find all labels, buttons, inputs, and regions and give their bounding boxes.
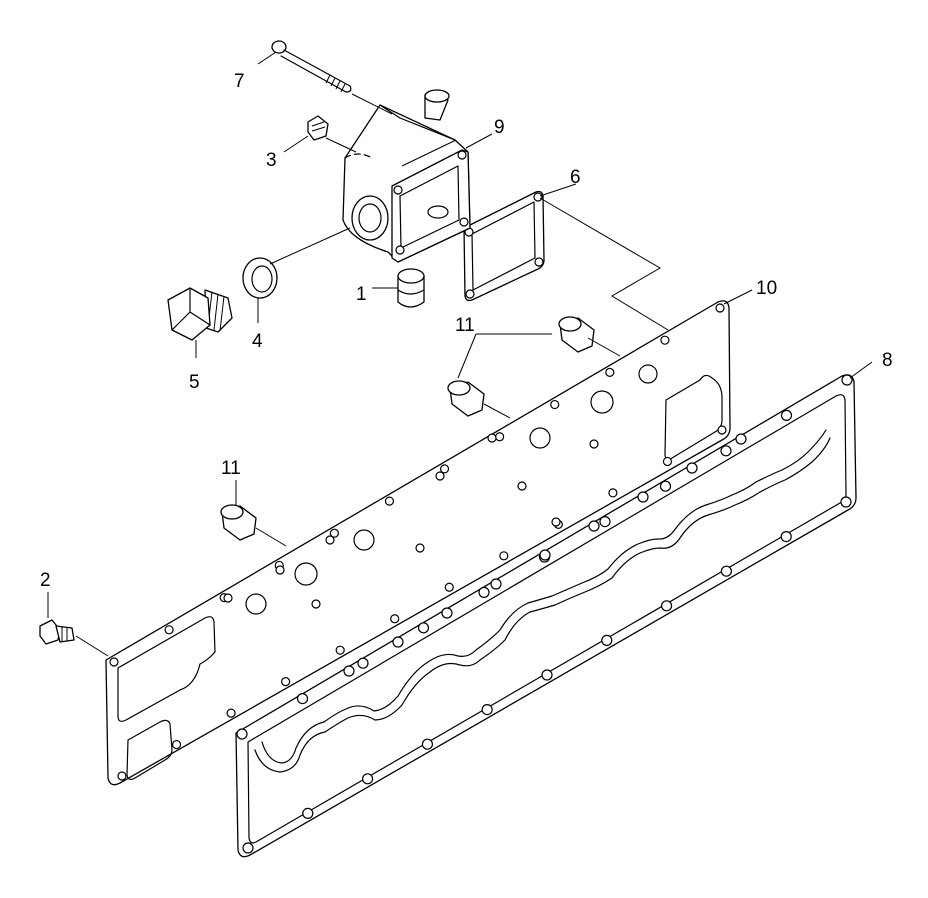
plate-hole [517, 481, 527, 491]
gasket-hole [735, 433, 747, 445]
plate-hole [281, 677, 291, 687]
plate-port [245, 593, 267, 615]
plate-hole [444, 582, 454, 592]
gasket-hole [780, 409, 793, 421]
gasket-hole [659, 480, 672, 492]
callout-1: 1 [356, 284, 367, 305]
gasket-hole [720, 565, 733, 577]
plug-part-11-lower [220, 504, 257, 541]
plate-hole [117, 771, 127, 781]
plate-hole [660, 335, 670, 345]
gasket-hole [392, 636, 404, 648]
gasket-hole [421, 738, 433, 750]
callout-7: 7 [234, 71, 245, 92]
plate-hole [435, 471, 445, 481]
gasket-hole [236, 728, 248, 740]
plate-port [529, 427, 551, 449]
plate-hole [311, 599, 321, 609]
plate-hole [415, 543, 425, 553]
gasket-part-8 [235, 374, 857, 858]
plate-hole [275, 565, 285, 575]
callout-4: 4 [252, 331, 263, 352]
gasket-hole [660, 600, 673, 612]
gasket-hole [441, 607, 453, 619]
plate-hole [589, 439, 599, 449]
plate-part-10 [105, 300, 731, 786]
callout-2: 2 [40, 570, 51, 591]
gasket-hole [780, 530, 792, 543]
screw-part-3 [307, 115, 329, 141]
housing-part-9 [342, 89, 471, 263]
plug-part-5 [167, 287, 233, 341]
plate-port [294, 562, 318, 586]
plate-hole [335, 645, 345, 655]
plate-hole [439, 464, 450, 474]
callout-5: 5 [189, 372, 200, 393]
gasket-hole [541, 669, 553, 681]
plate-hole [226, 708, 236, 718]
plate-hole [717, 425, 727, 435]
plate-port [590, 390, 614, 414]
gasket-part-6 [463, 190, 545, 302]
plate-hole [550, 399, 560, 410]
leader-lines [47, 51, 873, 657]
callout-labels: 1 2 3 4 5 6 7 8 9 10 11 11 [40, 71, 893, 591]
bolt-part-2 [39, 619, 75, 645]
gasket-hole [601, 634, 613, 647]
gasket-hole [343, 665, 355, 677]
plate-hole [390, 614, 400, 624]
plate-hole [109, 657, 119, 667]
gasket-hole [599, 515, 611, 528]
gasket-hole [362, 773, 374, 785]
callout-11-lower: 11 [221, 458, 241, 479]
plate-hole [495, 432, 505, 442]
oring-part-4 [242, 257, 278, 299]
gasket-hole [242, 842, 254, 854]
gasket-hole [720, 445, 732, 457]
callout-8: 8 [882, 350, 893, 371]
gasket-hole [417, 622, 430, 634]
gasket-hole [478, 586, 490, 599]
plate-hole [384, 496, 395, 506]
gasket-hole [490, 578, 502, 590]
plate-hole [715, 303, 725, 313]
plate-hole [171, 739, 182, 750]
gasket-hole [539, 549, 551, 561]
bolt-part-7 [271, 40, 352, 93]
gasket-hole [296, 692, 309, 705]
plate-hole [605, 367, 615, 377]
gasket-hole [637, 491, 649, 503]
sleeve-part-1 [397, 268, 425, 308]
callout-6: 6 [570, 167, 581, 188]
plate-hole [487, 433, 497, 443]
gasket-hole [302, 807, 314, 820]
gasket-hole [588, 520, 600, 532]
plate-port [353, 529, 375, 551]
gasket-hole [357, 657, 369, 669]
plate-holes [109, 303, 727, 781]
plate-hole [223, 593, 233, 603]
callout-10: 10 [756, 278, 777, 299]
gasket-hole [686, 462, 698, 474]
gasket-hole [481, 703, 493, 716]
callout-11-upper: 11 [455, 315, 475, 336]
plate-port [638, 364, 658, 384]
plate-hole [551, 517, 561, 527]
callout-9: 9 [494, 117, 505, 138]
callout-3: 3 [266, 150, 277, 171]
gasket-hole [840, 496, 852, 508]
plate-hole [662, 456, 673, 467]
gasket-hole [841, 374, 853, 386]
plug-part-11-top [558, 316, 595, 353]
plate-hole [608, 488, 618, 498]
gasket-holes [236, 374, 853, 854]
plate-hole [499, 551, 509, 561]
plug-part-11-middle [447, 380, 485, 417]
plate-hole [329, 528, 339, 538]
plate-hole [325, 535, 335, 545]
plate-hole [164, 625, 174, 635]
